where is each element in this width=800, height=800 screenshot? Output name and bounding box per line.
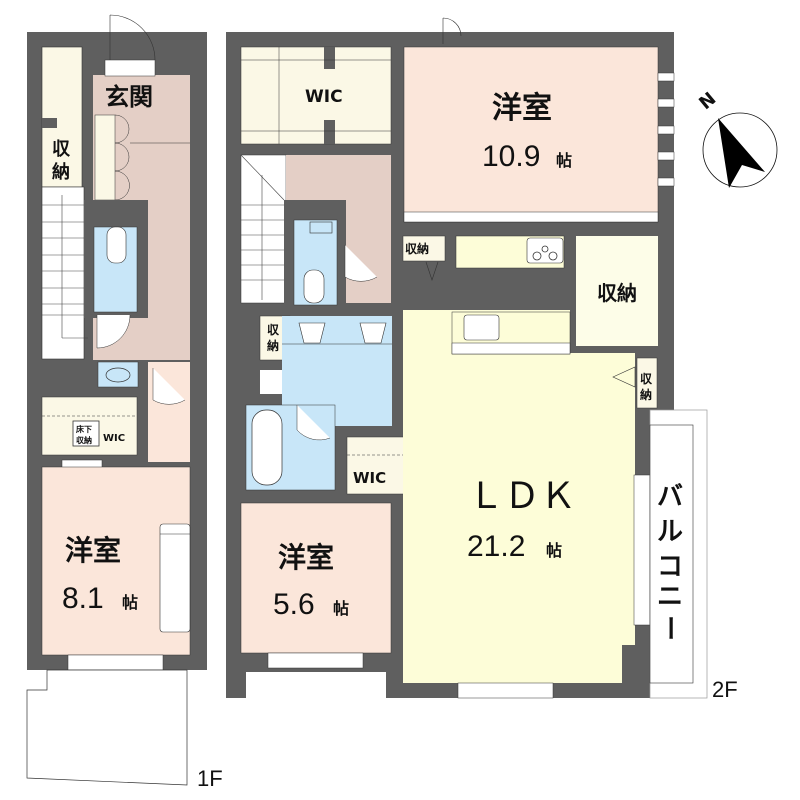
bathtub-icon — [251, 409, 283, 486]
storage-label-kitchen: 収納 — [597, 281, 637, 305]
storage-label-top: 収 — [52, 139, 71, 160]
balcony-char-1: バ — [657, 482, 683, 512]
room-size-5-6: 5.6 — [273, 588, 315, 621]
western-room-5-6 — [240, 502, 392, 654]
balcony-char-3: コ — [657, 552, 683, 582]
wic-top-2f — [240, 46, 392, 145]
basin-icon — [105, 367, 131, 383]
storage-wash-bottom: 納 — [267, 338, 279, 353]
entrance-label: 玄関 — [105, 83, 153, 111]
entry-door[interactable] — [109, 14, 156, 61]
floor-1f — [26, 14, 207, 786]
storage-wash-top: 収 — [267, 323, 280, 337]
sink-icon — [463, 314, 500, 341]
storage-label-bottom: 納 — [52, 161, 70, 183]
toilet-icon — [303, 269, 325, 304]
ldk-unit: 帖 — [546, 541, 562, 560]
porch-1f — [26, 669, 188, 786]
room-size-8-1: 8.1 — [62, 582, 104, 615]
wic-label-top: WIC — [305, 87, 343, 107]
underfloor-label-bottom: 収納 — [76, 435, 92, 445]
wic-label-1f: WIC — [103, 433, 125, 444]
balcony-char-2: ル — [657, 517, 683, 547]
stove-icon — [526, 237, 564, 264]
storage-label-small: 収納 — [405, 241, 429, 256]
room-unit-5-6: 帖 — [333, 599, 349, 618]
storage-kitchen — [576, 236, 658, 346]
storage-1f — [41, 46, 83, 188]
north-arrow-icon — [718, 118, 765, 188]
toilet-icon — [106, 226, 127, 264]
room-name-10-9: 洋室 — [492, 91, 552, 126]
floor-label-2f: 2F — [712, 677, 738, 702]
ldk-label: ＬＤＫ — [468, 475, 576, 516]
storage-ldk-bottom: 納 — [640, 387, 652, 402]
room-unit-8-1: 帖 — [122, 593, 138, 612]
western-room-10-9 — [403, 46, 659, 223]
ldk-size: 21.2 — [467, 530, 525, 563]
storage-ldk-top: 収 — [640, 372, 653, 386]
room-unit-10-9: 帖 — [556, 151, 572, 170]
room-name-5-6: 洋室 — [278, 541, 334, 574]
balcony-char-5: ー — [654, 615, 684, 641]
balcony-char-4: ニ — [657, 582, 683, 612]
stairs-2f — [240, 154, 287, 304]
stairs-1f — [41, 186, 85, 360]
compass: N — [695, 88, 778, 188]
floor-2f — [226, 17, 708, 702]
compass-label: N — [695, 88, 720, 114]
wic-label-mid: WIC — [353, 469, 386, 487]
underfloor-label-top: 床下 — [76, 424, 92, 434]
room-size-10-9: 10.9 — [482, 140, 540, 173]
floor-label-1f: 1F — [197, 766, 223, 791]
room-name-8-1: 洋室 — [65, 534, 121, 567]
